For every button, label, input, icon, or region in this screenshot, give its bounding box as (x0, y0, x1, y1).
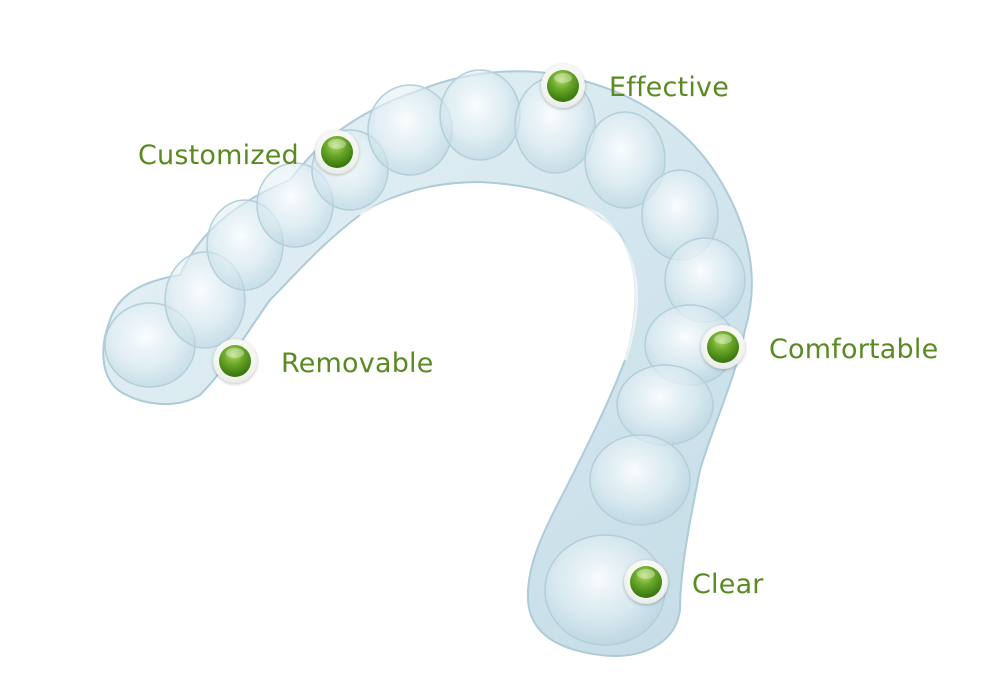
removable-hotspot[interactable] (213, 339, 257, 383)
customized-label: Customized (138, 140, 299, 171)
tray-inner-edge (359, 185, 638, 361)
effective-label: Effective (609, 72, 730, 103)
green-hotspot-icon (321, 136, 353, 168)
comfortable-hotspot[interactable] (701, 325, 745, 369)
green-hotspot-icon (707, 331, 739, 363)
green-hotspot-icon (219, 345, 251, 377)
tray-teeth (104, 69, 746, 646)
green-hotspot-icon (547, 70, 579, 102)
effective-hotspot[interactable] (541, 64, 585, 108)
green-hotspot-icon (630, 566, 662, 598)
customized-hotspot[interactable] (315, 130, 359, 174)
comfortable-label: Comfortable (769, 334, 939, 365)
removable-label: Removable (281, 348, 434, 379)
clear-label: Clear (692, 569, 764, 600)
clear-hotspot[interactable] (624, 560, 668, 604)
